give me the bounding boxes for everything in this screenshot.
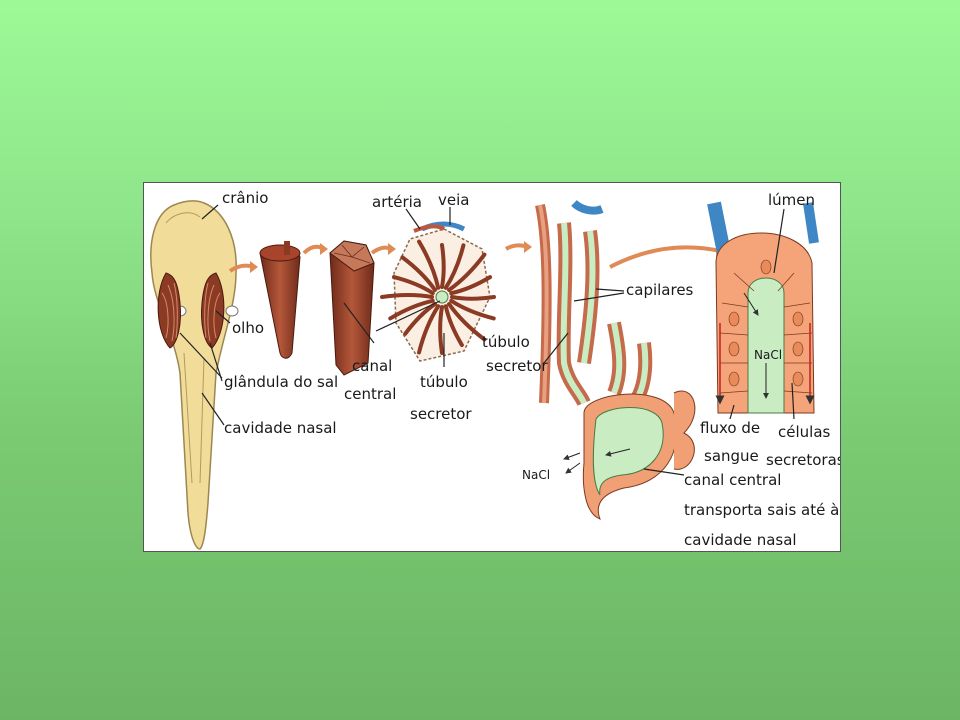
label-tubulo2-line1: túbulo <box>482 333 530 351</box>
salt-gland-diagram: crânio olho glândula do sal cavidade nas… <box>143 182 841 552</box>
tubule-ray <box>417 239 441 290</box>
label-canal-central-line2: transporta sais até à <box>684 501 839 519</box>
tubule-ray <box>447 252 487 292</box>
label-tubulo1-line2: secretor <box>410 405 472 423</box>
skull-illustration <box>150 200 239 550</box>
secretory-cell-detail <box>707 201 819 420</box>
label-veia: veia <box>438 191 469 209</box>
label-capilares: capilares <box>626 281 694 299</box>
tubule-ray <box>400 255 437 292</box>
tubule-ray <box>447 302 487 342</box>
diagram-svg: crânio olho glândula do sal cavidade nas… <box>150 189 841 550</box>
label-lumen: lúmen <box>768 191 815 209</box>
tubule-ray <box>449 298 496 321</box>
arrow-5 <box>609 245 721 269</box>
label-olho: olho <box>232 319 264 337</box>
label-fluxo-line1: fluxo de <box>700 419 760 437</box>
label-tubulo2-line2: secretor <box>486 357 548 375</box>
label-glandula: glândula do sal <box>224 373 338 391</box>
label-canal-line1: canal <box>352 357 392 375</box>
tissue-block <box>329 240 375 376</box>
tubule-ray <box>380 293 434 299</box>
tubule-branch <box>535 199 696 520</box>
tubule-ray <box>450 295 496 301</box>
label-cranio: crânio <box>222 189 268 207</box>
tubule-ray <box>417 304 441 355</box>
label-nacl-1: NaCl <box>522 468 550 482</box>
label-canal-central-line1: canal central <box>684 471 781 489</box>
tubule-ray <box>403 302 437 336</box>
label-canal-line2: central <box>344 385 396 403</box>
tubule-ray <box>388 298 435 321</box>
tubule-ray <box>443 243 466 290</box>
label-canal-central-line3: cavidade nasal <box>684 531 797 549</box>
gland-section <box>259 241 301 359</box>
label-fluxo-line2: sangue <box>704 447 759 465</box>
secretory-tubules <box>380 239 496 355</box>
lobule-cross-section <box>375 207 496 367</box>
tubule-ray <box>438 305 444 355</box>
tubule-ray <box>440 243 446 289</box>
label-cavidade-nasal: cavidade nasal <box>224 419 337 437</box>
label-nacl-2: NaCl <box>754 348 782 362</box>
label-celulas-line1: células <box>778 423 831 441</box>
label-celulas-line2: secretoras <box>766 451 841 469</box>
tubule-ray <box>391 275 435 296</box>
tubule-ray <box>449 275 493 296</box>
label-tubulo1-line1: túbulo <box>420 373 468 391</box>
label-arteria: artéria <box>372 193 422 211</box>
tubule-ray <box>443 304 464 348</box>
